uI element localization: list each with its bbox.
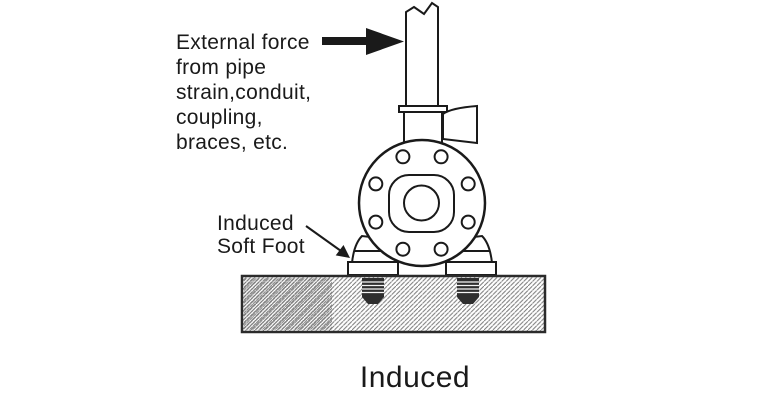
soft-foot-pointer-arrow-icon	[305, 225, 350, 258]
external-force-label-line: braces, etc.	[176, 131, 289, 154]
discharge-volute	[442, 104, 478, 145]
base-plate-dense-hatch	[244, 278, 332, 330]
soft-foot-label-line: Induced	[217, 212, 294, 235]
external-force-arrow-icon	[322, 28, 404, 55]
external-force-label-line: strain,conduit,	[176, 81, 312, 104]
external-force-label-line: from pipe	[176, 56, 267, 79]
bolt-hole	[368, 214, 384, 230]
pipe	[405, 1, 439, 109]
shaft-bore	[403, 184, 440, 222]
bolt-hole	[433, 241, 449, 257]
right-anchor-stud	[457, 278, 479, 304]
soft-foot-label-line: Soft Foot	[217, 235, 305, 258]
figure-caption: Induced	[359, 361, 471, 394]
bolt-hole	[460, 176, 476, 192]
bolt-hole	[395, 241, 411, 257]
bolt-hole	[460, 214, 476, 230]
external-force-label-line: coupling,	[176, 106, 263, 129]
external-force-label-line: External force	[176, 31, 310, 54]
bolt-hole	[395, 149, 411, 165]
bolt-holes	[368, 149, 476, 257]
external-force-label: External force from pipe strain,conduit,…	[176, 30, 311, 155]
bolt-hole	[433, 149, 449, 165]
soft-foot-label: Induced Soft Foot	[217, 212, 305, 258]
left-anchor-stud	[362, 278, 384, 304]
bolt-hole	[368, 176, 384, 192]
